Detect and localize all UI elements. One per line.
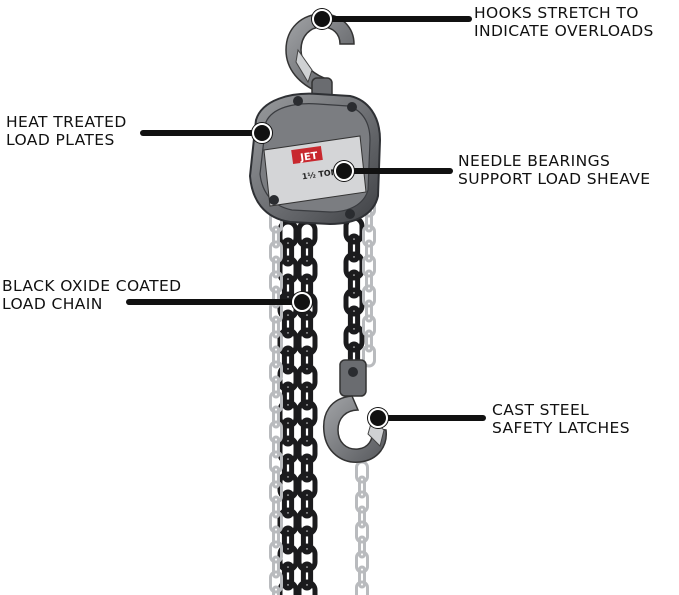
chain-link	[281, 489, 295, 519]
chain-link	[365, 329, 373, 353]
chain-link	[296, 579, 318, 595]
chain-link	[347, 233, 361, 263]
chain-link	[272, 465, 280, 489]
chain-link	[281, 309, 295, 339]
chain-link	[272, 315, 280, 339]
chain-link	[362, 254, 376, 278]
chain-link	[296, 399, 318, 429]
hand-chain	[269, 194, 376, 595]
chain-link	[365, 299, 373, 323]
chain-link	[281, 525, 295, 555]
chain-link	[277, 435, 299, 465]
chain-link	[362, 284, 376, 308]
chain-link	[358, 505, 366, 529]
chain-link	[272, 345, 280, 369]
chain-link	[362, 344, 376, 368]
chain-link	[269, 240, 283, 264]
chain-link	[296, 327, 318, 357]
chain-link	[300, 525, 314, 555]
callout-dot-plates	[252, 123, 272, 143]
chain-link	[272, 555, 280, 579]
callout-latches: CAST STEEL SAFETY LATCHES	[492, 401, 630, 437]
chain-link	[355, 580, 369, 595]
chain-link	[269, 390, 283, 414]
chain-link	[300, 561, 314, 591]
callout-chain: BLACK OXIDE COATED LOAD CHAIN	[2, 277, 182, 313]
chain-link	[296, 435, 318, 465]
chain-link	[355, 520, 369, 544]
chain-link	[281, 345, 295, 375]
chain-link	[296, 255, 318, 285]
chain-link	[300, 417, 314, 447]
leader-line-plates	[140, 130, 262, 136]
chain-link	[300, 237, 314, 267]
callout-bearings: NEEDLE BEARINGS SUPPORT LOAD SHEAVE	[458, 152, 651, 188]
chain-link	[272, 225, 280, 249]
leader-line-chain	[126, 299, 298, 305]
chain-link	[272, 435, 280, 459]
chain-link	[272, 255, 280, 279]
chain-link	[343, 323, 365, 353]
chain-link	[269, 330, 283, 354]
callout-dot-chain	[292, 292, 312, 312]
chain-link	[272, 285, 280, 309]
chain-link	[269, 270, 283, 294]
chain-link	[269, 570, 283, 594]
chain-link	[272, 375, 280, 399]
chain-link	[296, 363, 318, 393]
chain-link	[272, 405, 280, 429]
chain-link	[277, 579, 299, 595]
brand-logo: JET	[299, 151, 319, 164]
chain-link	[296, 507, 318, 537]
chain-link	[281, 237, 295, 267]
chain-link	[281, 453, 295, 483]
capacity-plate: 1½ TON	[301, 166, 338, 181]
chain-link	[300, 381, 314, 411]
chain-link	[300, 345, 314, 375]
chain-link	[269, 510, 283, 534]
chain-link	[269, 480, 283, 504]
leader-line-hooks	[322, 16, 472, 22]
chain-link	[343, 287, 365, 317]
chain-link	[281, 381, 295, 411]
chain-link	[365, 239, 373, 263]
chain-link	[269, 360, 283, 384]
leader-line-latches	[376, 415, 486, 421]
chain-link	[277, 255, 299, 285]
chain-link	[296, 471, 318, 501]
chain-link	[281, 561, 295, 591]
chain-link	[300, 489, 314, 519]
callout-dot-latches	[368, 408, 388, 428]
chain-link	[365, 269, 373, 293]
chain-link	[355, 490, 369, 514]
chain-link	[358, 475, 366, 499]
chain-link	[355, 550, 369, 574]
chain-link	[296, 543, 318, 573]
chain-link	[362, 314, 376, 338]
chain-link	[277, 399, 299, 429]
chain-link	[358, 565, 366, 589]
leader-line-bearings	[345, 168, 453, 174]
chain-link	[269, 420, 283, 444]
callout-dot-bearings	[334, 161, 354, 181]
chain-link	[300, 309, 314, 339]
hoist-body	[248, 92, 382, 226]
chain-link	[281, 417, 295, 447]
chain-link	[269, 540, 283, 564]
callout-dot-hooks	[312, 9, 332, 29]
chain-link	[272, 495, 280, 519]
chain-link	[362, 224, 376, 248]
callout-plates: HEAT TREATED LOAD PLATES	[6, 113, 127, 149]
chain-link	[347, 269, 361, 299]
chain-link	[358, 535, 366, 559]
chain-link	[269, 450, 283, 474]
chain-link	[347, 305, 361, 335]
callout-hooks: HOOKS STRETCH TO INDICATE OVERLOADS	[474, 4, 654, 40]
chain-link	[272, 525, 280, 549]
chain-link	[272, 585, 280, 595]
chain-link	[300, 453, 314, 483]
